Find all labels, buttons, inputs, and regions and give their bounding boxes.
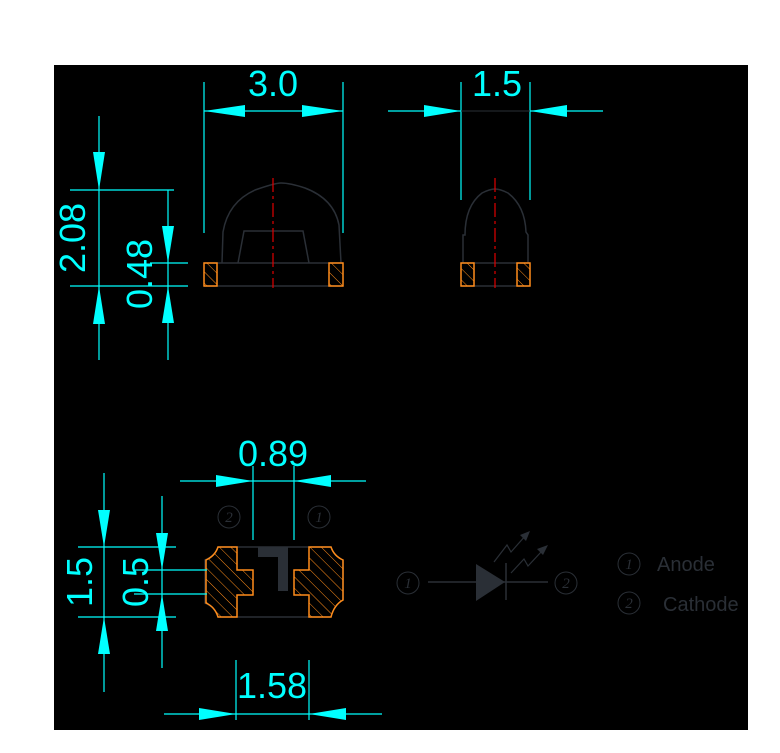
legend-label-cathode: Cathode — [663, 594, 739, 616]
schematic-pin-cathode: 2 — [562, 576, 570, 592]
dim-pad-spacing: 0.89 — [238, 433, 308, 474]
drawing-canvas — [54, 65, 748, 730]
pin-legend: 1 Anode 2 Cathode — [617, 552, 739, 616]
diode-triangle-icon — [476, 564, 505, 601]
dim-height-front: 2.08 — [52, 203, 93, 273]
front-view: 3.0 2.08 0.48 — [52, 63, 344, 360]
side-view: 1.5 — [388, 63, 603, 288]
legend-pin-2: 2 — [625, 596, 633, 612]
light-arrow-icon — [537, 545, 548, 555]
dim-width-side: 1.5 — [472, 63, 522, 104]
side-pad-left — [460, 262, 475, 287]
dim-pad-height: 0.5 — [115, 557, 156, 607]
bottom-pin-right: 1 — [315, 510, 323, 526]
dim-width-front: 3.0 — [248, 63, 298, 104]
dim-bottom-height: 1.5 — [59, 557, 100, 607]
legend-pin-1: 1 — [625, 557, 633, 573]
pad-right — [328, 262, 344, 287]
dome-outline — [221, 182, 342, 264]
bottom-pad-right — [293, 546, 344, 618]
schematic-pin-anode: 1 — [404, 576, 412, 592]
bottom-pin-left: 2 — [225, 510, 233, 526]
side-pad-right — [516, 262, 531, 287]
bottom-view: 2 1 0.89 1.5 0.5 1.58 — [59, 433, 382, 720]
led-schematic-symbol: 1 2 — [396, 531, 578, 601]
polarity-mark — [258, 547, 288, 591]
bottom-pad-anode-side — [205, 546, 254, 618]
pad-left — [203, 262, 218, 287]
light-arrow-icon — [520, 531, 530, 541]
dim-length: 1.58 — [237, 665, 307, 706]
dim-base-height: 0.48 — [119, 239, 160, 309]
legend-label-anode: Anode — [657, 554, 715, 576]
